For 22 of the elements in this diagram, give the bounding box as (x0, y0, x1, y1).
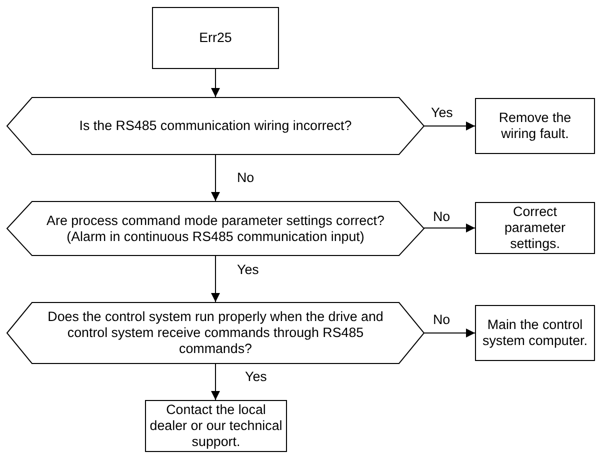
decision-hexagon (7, 302, 424, 364)
step-text: Remove the wiring fault. (498, 110, 572, 142)
process-box (152, 7, 279, 69)
step-text: Correct parameter settings. (503, 204, 567, 252)
arrow (424, 328, 476, 338)
question-text: Are process command mode parameter settings correct? (Alarm in continuous RS485 communication input) (46, 212, 386, 244)
process-box (475, 305, 595, 361)
question-text: Is the RS485 communication wiring incorrect? (79, 118, 352, 134)
arrow (211, 256, 220, 302)
arrow (424, 224, 476, 232)
arrow (211, 154, 220, 202)
step-text: Contact the local dealer or our technical support. (148, 402, 284, 450)
question-text: Does the control system run properly when the drive and control system receive commands through RS485 commands? (46, 309, 384, 357)
process-box (475, 98, 595, 154)
process-box (475, 202, 595, 254)
arrow (211, 364, 220, 400)
step-text: Main the control system computer. (482, 317, 588, 349)
decision-hexagon (7, 201, 424, 256)
arrow (424, 122, 476, 130)
decision-hexagon (7, 97, 424, 155)
arrow (211, 68, 220, 98)
step-text: Err25 (199, 30, 232, 46)
